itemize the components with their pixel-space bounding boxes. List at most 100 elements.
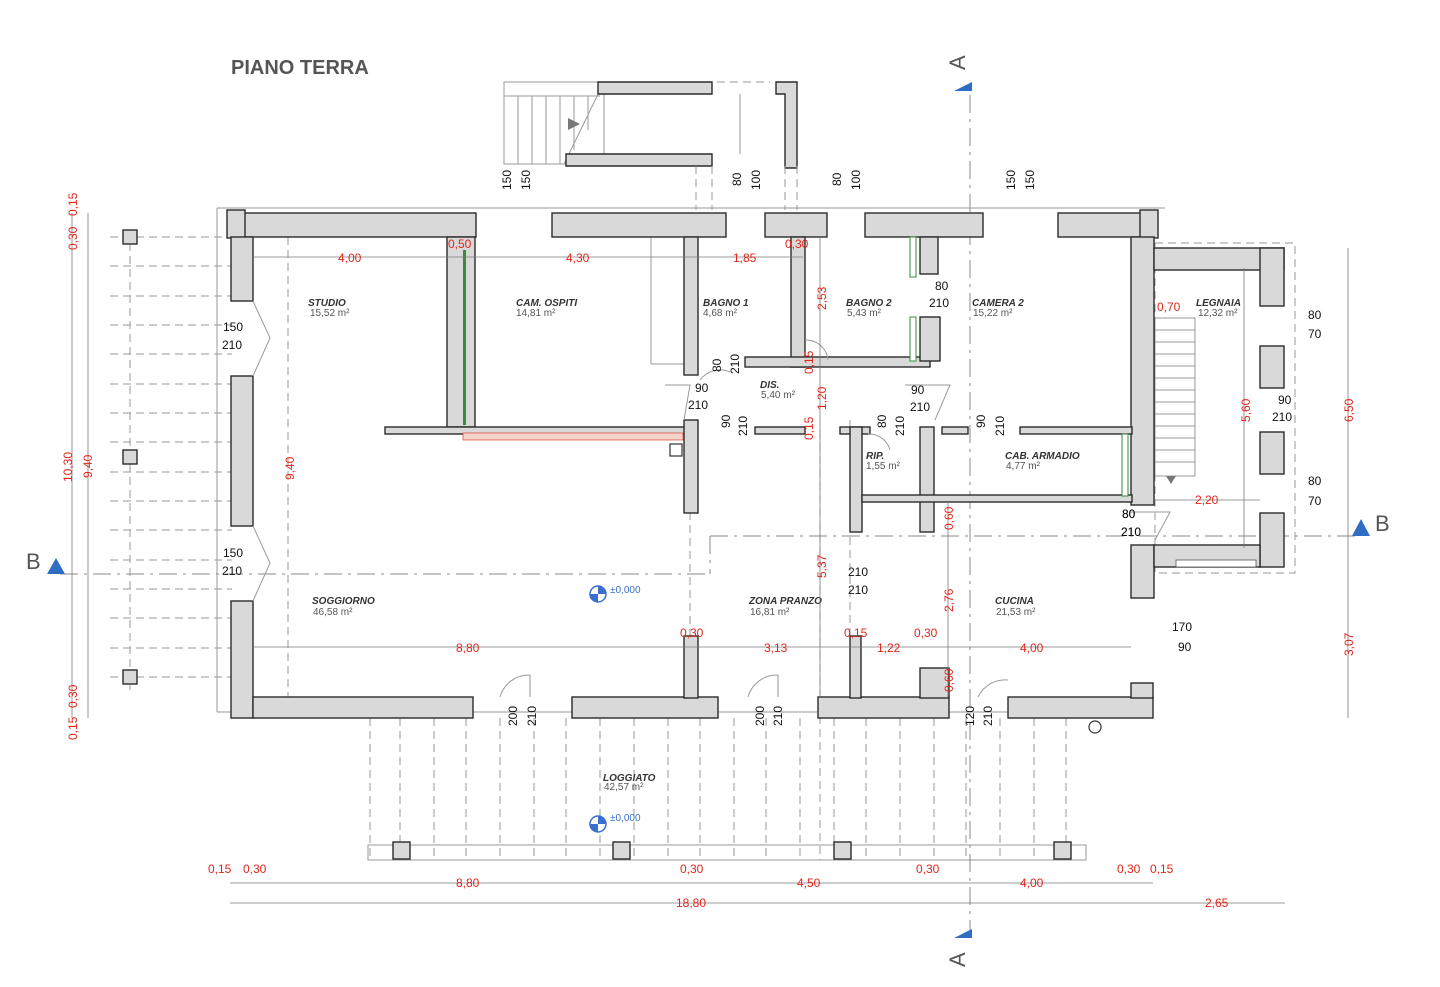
- opening-label: 210: [929, 296, 949, 310]
- dim-label: 0,15: [66, 716, 80, 740]
- opening-label: 210: [910, 400, 930, 414]
- dim-label: 4,00: [338, 251, 362, 265]
- opening-label: 80: [1308, 308, 1322, 322]
- room-name-bagno-1: BAGNO 1: [703, 298, 749, 309]
- staircase: [503, 81, 1196, 484]
- room-name-soggiorno: SOGGIORNO: [312, 596, 375, 607]
- dim-label: 4,30: [566, 251, 590, 265]
- dim-label: 4,00: [1020, 876, 1044, 890]
- opening-label: 170: [1172, 620, 1192, 634]
- room-labels: STUDIO 15,52 m² CAM. OSPITI 14,81 m² BAG…: [308, 298, 1241, 793]
- dim-label: 18,80: [676, 896, 706, 910]
- dim-label: 0,15: [802, 416, 816, 440]
- level-label-2: ±0,000: [610, 813, 641, 824]
- opening-label: 210: [688, 398, 708, 412]
- dim-label: 2,20: [1195, 493, 1219, 507]
- dim-label: 8,80: [456, 876, 480, 890]
- opening-label: 210: [1121, 525, 1141, 539]
- dim-label: 9,40: [283, 456, 297, 480]
- dim-label: 0,30: [680, 862, 704, 876]
- opening-label: 90: [1278, 393, 1292, 407]
- room-area-loggiato: 42,57 m²: [604, 782, 644, 793]
- room-area-bagno-2: 5,43 m²: [847, 308, 882, 319]
- room-name-bagno-2: BAGNO 2: [846, 298, 892, 309]
- opening-label: 120: [963, 706, 977, 726]
- room-name-studio: STUDIO: [308, 298, 346, 309]
- room-name-rip: RIP.: [866, 451, 884, 462]
- dim-label: 0,30: [785, 237, 809, 251]
- room-area-legnaia: 12,32 m²: [1198, 308, 1238, 319]
- room-name-cucina: CUCINA: [995, 596, 1034, 607]
- opening-labels: 150 150 80 100 80 100 150 150 150 210 15…: [222, 170, 1322, 726]
- section-a-top: A: [945, 55, 970, 70]
- opening-label: 210: [1121, 525, 1141, 539]
- dim-label: 0,15: [844, 626, 868, 640]
- opening-label: 210: [1272, 410, 1292, 424]
- dim-label: 0,70: [1157, 300, 1181, 314]
- room-area-zona-pranzo: 16,81 m²: [750, 607, 790, 618]
- dim-label: 0,60: [942, 668, 956, 692]
- opening-label: 150: [519, 170, 533, 190]
- opening-label: 70: [1308, 327, 1322, 341]
- dim-label: 0,50: [448, 237, 472, 251]
- dim-label: 5,37: [815, 554, 829, 578]
- dim-label: 0,15: [66, 192, 80, 216]
- opening-label: 100: [749, 170, 763, 190]
- opening-label: 210: [993, 416, 1007, 436]
- dim-label: 0,30: [1117, 862, 1141, 876]
- opening-label: 210: [736, 416, 750, 436]
- dim-label: 0,15: [1150, 862, 1174, 876]
- opening-label: 210: [222, 338, 242, 352]
- opening-label: 210: [893, 416, 907, 436]
- dim-label: 6,50: [1342, 398, 1356, 422]
- level-markers: ±0,000 ±0,000: [589, 585, 641, 833]
- opening-label: 80: [875, 414, 889, 428]
- dim-label: 5,60: [1239, 398, 1253, 422]
- opening-label: 90: [695, 381, 709, 395]
- room-name-cab-armadio: CAB. ARMADIO: [1005, 451, 1080, 462]
- section-b-right: B: [1375, 511, 1390, 536]
- walls: [122, 209, 1285, 860]
- dim-label: 1,85: [733, 251, 757, 265]
- dim-label: 2,76: [942, 588, 956, 612]
- opening-label: 80: [1308, 474, 1322, 488]
- room-area-cam-ospiti: 14,81 m²: [516, 308, 556, 319]
- section-markers: A A B B: [26, 55, 1390, 967]
- dim-label: 0,30: [66, 226, 80, 250]
- room-area-cab-armadio: 4,77 m²: [1006, 461, 1041, 472]
- opening-label: 150: [223, 546, 243, 560]
- dim-label: 4,00: [1020, 641, 1044, 655]
- dim-label: 0,30: [66, 684, 80, 708]
- opening-label: 90: [719, 414, 733, 428]
- dim-label: 2,65: [1205, 896, 1229, 910]
- opening-label: 200: [753, 706, 767, 726]
- opening-label: 100: [849, 170, 863, 190]
- section-a-bottom: A: [945, 952, 970, 967]
- room-area-dis: 5,40 m²: [761, 390, 796, 401]
- plan-title: PIANO TERRA: [231, 57, 369, 79]
- dim-label: 0,60: [942, 506, 956, 530]
- opening-label: 150: [500, 170, 514, 190]
- room-name-zona-pranzo: ZONA PRANZO: [748, 596, 822, 607]
- opening-label: 150: [1023, 170, 1037, 190]
- opening-label: 150: [1004, 170, 1018, 190]
- opening-label: 210: [525, 706, 539, 726]
- opening-label: 80: [1122, 507, 1136, 521]
- level-label-1: ±0,000: [610, 585, 641, 596]
- room-area-rip: 1,55 m²: [866, 461, 901, 472]
- opening-label: 80: [730, 172, 744, 186]
- dim-label: 1,22: [877, 641, 901, 655]
- room-area-cucina: 21,53 m²: [996, 607, 1036, 618]
- dim-label: 0,30: [680, 626, 704, 640]
- room-name-dis: DIS.: [760, 380, 779, 391]
- dim-label: 9,40: [81, 454, 95, 478]
- dim-label: 8,80: [456, 641, 480, 655]
- dim-label: 0,15: [802, 350, 816, 374]
- opening-label: 210: [848, 583, 868, 597]
- dim-label: 1,20: [815, 386, 829, 410]
- section-b-left: B: [26, 549, 41, 574]
- room-name-cam-ospiti: CAM. OSPITI: [516, 298, 577, 309]
- doors: [252, 300, 1171, 698]
- room-area-studio: 15,52 m²: [310, 308, 350, 319]
